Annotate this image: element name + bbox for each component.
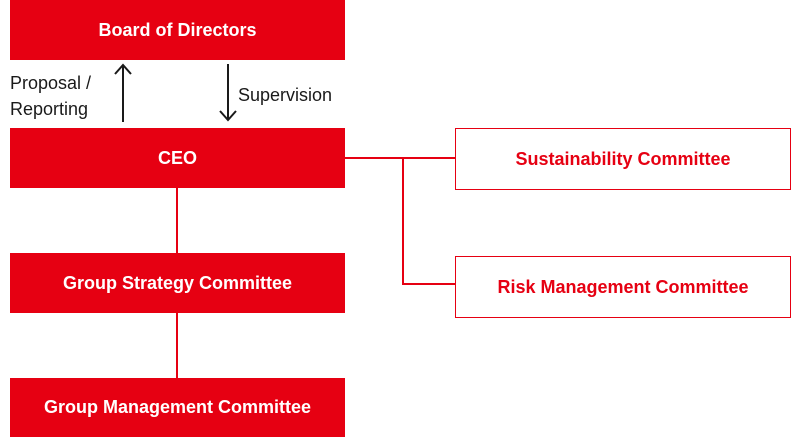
group-management-committee-label: Group Management Committee [43,397,312,417]
proposal-label-line1: Proposal / [10,73,92,93]
strategy-to-management-connector [176,313,178,378]
risk-management-committee-box: Risk Management Committee [455,256,791,318]
arrow-up-icon [114,63,132,122]
group-management-committee-box: Group Management Committee [10,378,345,437]
group-strategy-committee-label: Group Strategy Committee [62,272,293,293]
sustainability-committee-box: Sustainability Committee [455,128,791,190]
risk-management-committee-label: Risk Management Committee [497,276,749,297]
board-of-directors-label: Board of Directors [98,19,257,40]
arrow-down-icon [219,64,237,122]
sustainability-committee-label: Sustainability Committee [515,148,731,169]
committees-vertical-connector [402,157,404,285]
group-strategy-committee-box: Group Strategy Committee [10,253,345,313]
ceo-label: CEO [157,147,197,168]
supervision-label: Supervision [238,85,333,105]
ceo-to-committees-connector [345,157,455,159]
proposal-label-line2: Reporting [10,99,89,119]
ceo-to-strategy-connector [176,188,178,253]
proposal-reporting-label: Proposal / Reporting [10,70,120,122]
board-of-directors-box: Board of Directors [10,0,345,60]
ceo-box: CEO [10,128,345,188]
risk-committee-connector [402,283,455,285]
